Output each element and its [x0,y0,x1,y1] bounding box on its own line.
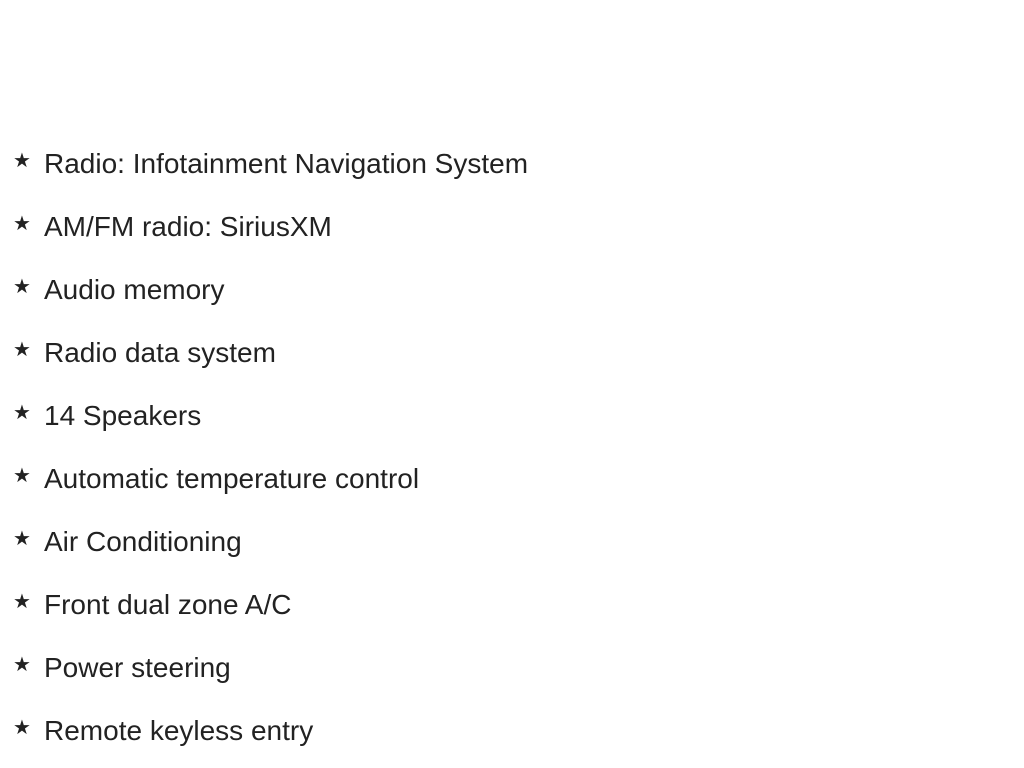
star-icon: ★ [13,212,31,235]
feature-label: 14 Speakers [44,399,202,431]
feature-label: AM/FM radio: SiriusXM [44,210,332,242]
feature-label: Automatic temperature control [44,462,420,494]
star-icon: ★ [13,653,31,676]
star-icon: ★ [13,527,31,550]
feature-label: Radio: Infotainment Navigation System [44,147,529,179]
feature-label: Front dual zone A/C [44,588,292,620]
feature-label: Audio memory [44,273,225,305]
list-item: ★ 14 Speakers [10,384,528,447]
star-icon: ★ [13,464,31,487]
feature-label: Radio data system [44,336,276,368]
star-icon: ★ [13,338,31,361]
list-item: ★ AM/FM radio: SiriusXM [10,195,528,258]
list-item: ★ Automatic temperature control [10,447,528,510]
star-icon: ★ [13,590,31,613]
star-icon: ★ [13,716,31,739]
star-icon: ★ [13,275,31,298]
list-item: ★ Radio data system [10,321,528,384]
list-item: ★ Air Conditioning [10,510,528,573]
list-item: ★ Power steering [10,636,528,699]
feature-list: ★ Radio: Infotainment Navigation System … [10,132,528,762]
list-item: ★ Remote keyless entry [10,699,528,762]
feature-label: Air Conditioning [44,525,242,557]
star-icon: ★ [13,401,31,424]
star-icon: ★ [13,149,31,172]
feature-label: Power steering [44,651,231,683]
feature-label: Remote keyless entry [44,714,314,746]
list-item: ★ Audio memory [10,258,528,321]
list-item: ★ Front dual zone A/C [10,573,528,636]
list-item: ★ Radio: Infotainment Navigation System [10,132,528,195]
